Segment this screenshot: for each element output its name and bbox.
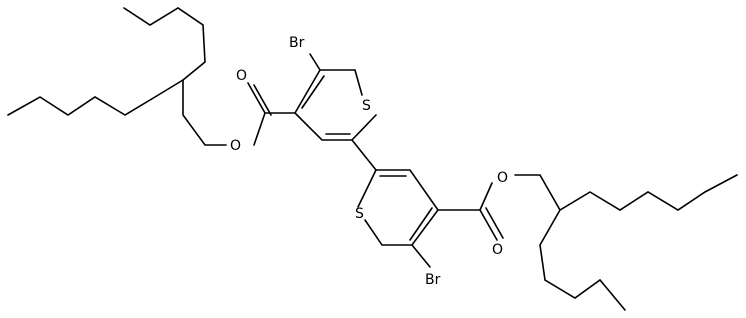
butyl-chain-top [123,7,206,81]
bromine-label-bottom: Br [425,272,441,288]
ester-linkage-top [247,82,296,146]
ring-bottom-double-bonds [379,175,433,241]
bromo-bond-top [309,53,321,71]
ring-linkage [351,139,377,171]
oxygen-carbonyl-label-bottom: O [492,242,503,258]
atom-labels: Br S O O O S O Br [230,35,508,288]
heptyl-chain-bottom [514,174,738,212]
ring-bottom [357,169,439,246]
ester-linkage-bottom [437,182,504,241]
ring-top [294,69,377,141]
sulfur-label-top: S [362,98,371,114]
butyl-chain-bottom [539,209,626,311]
bromo-bond-bottom [411,244,431,268]
oxygen-carbonyl-label-top: O [236,68,247,84]
bromine-label-top: Br [289,35,305,51]
ring-top-double-bonds [301,75,351,135]
bond-skeleton [7,7,738,311]
sulfur-label-bottom: S [355,206,364,222]
heptyl-chain-top [7,78,227,146]
oxygen-ester-label-bottom: O [497,170,508,186]
oxygen-ester-label-top: O [230,138,241,154]
